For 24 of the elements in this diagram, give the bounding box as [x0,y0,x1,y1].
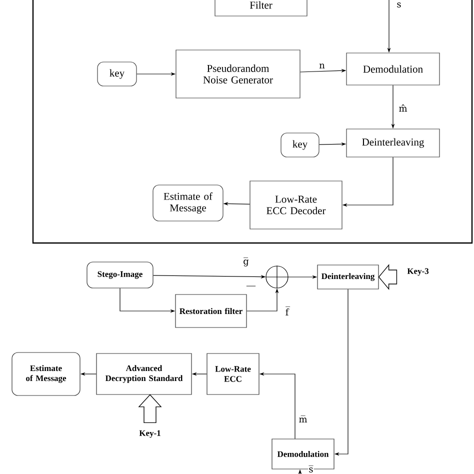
process-box: Deinterleaving [346,128,440,158]
terminal-box: Estimate of Message [12,352,80,396]
terminal-box: key [280,132,320,158]
process-box: Filter [214,0,308,16]
summing-junction [265,265,289,289]
key-label: Key-3 [407,268,429,276]
terminal-box: key [97,62,137,86]
terminal-box: Estimate of Message [152,184,224,222]
process-box: Demodulation [346,52,440,86]
edge-label: s̅ [308,465,314,473]
edge-label: s [396,2,402,8]
process-box: Pseudorandom Noise Generator [176,50,300,98]
edge-label: m̅ [298,415,308,423]
edge-label: n [318,63,326,69]
process-box: Low-Rate ECC Decoder [250,180,342,230]
edge-label: m̂ [398,104,408,112]
edge-label: g̅ [242,257,250,267]
process-box: Advanced Decryption Standard [96,353,192,395]
process-box: Deinterleaving [317,264,379,290]
key-label: Key-1 [139,430,160,438]
edge-label: f̅ [284,306,290,316]
process-box: Restoration filter [175,294,247,328]
terminal-box: Stego-Image [86,262,154,288]
process-box: Low-Rate ECC [206,353,260,395]
